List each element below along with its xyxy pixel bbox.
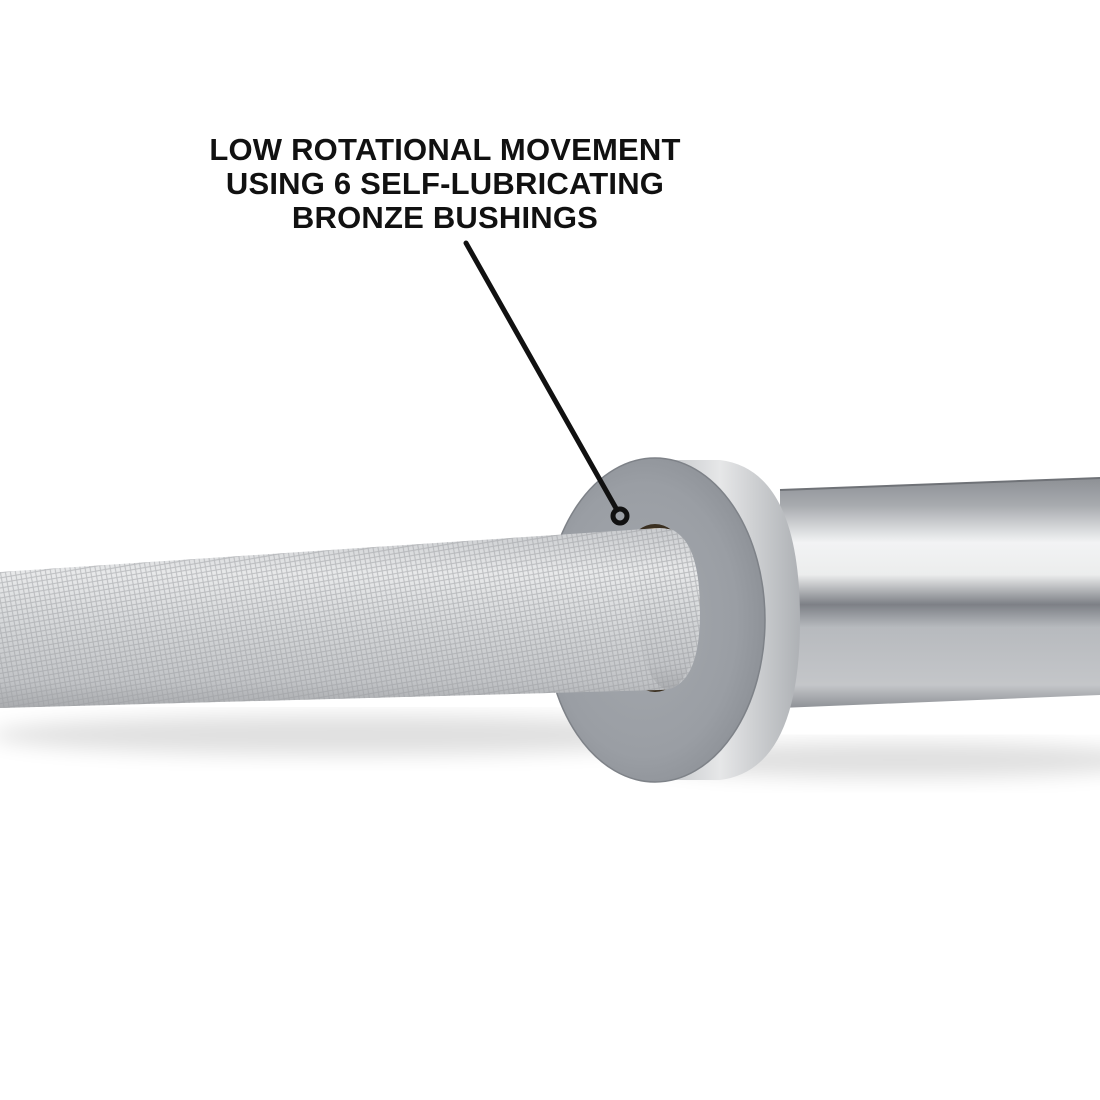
annotation-line-1: LOW ROTATIONAL MOVEMENT xyxy=(209,132,681,167)
annotation-callout: LOW ROTATIONAL MOVEMENT USING 6 SELF-LUB… xyxy=(180,133,710,235)
shaft-shadow xyxy=(0,715,710,755)
knurled-shaft xyxy=(0,528,700,708)
callout-pointer-ring xyxy=(610,506,630,526)
sleeve xyxy=(779,477,1100,708)
callout-leader xyxy=(463,240,630,526)
annotation-line-3: BRONZE BUSHINGS xyxy=(291,200,599,235)
annotation-line-2: USING 6 SELF-LUBRICATING xyxy=(225,166,665,201)
